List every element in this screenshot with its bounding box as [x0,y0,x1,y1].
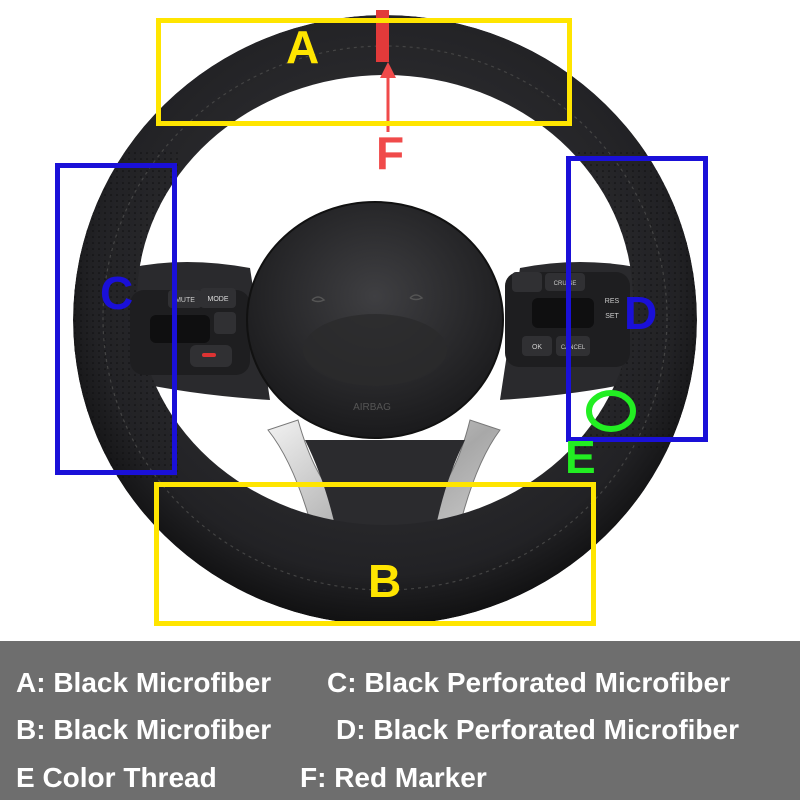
cancel-button[interactable] [556,336,590,356]
legend-d: D: Black Perforated Microfiber [336,714,739,745]
legend-panel: A: Black Microfiber C: Black Perforated … [0,641,800,800]
res-set-rocker[interactable] [532,298,594,328]
volume-icon[interactable] [214,312,236,334]
airbag-icon [311,294,424,303]
zone-c-label: C [100,267,134,319]
product-image: MUTE MODE CRUISE RES SET OK CANCEL [55,10,708,626]
svg-text:MODE: MODE [208,296,229,303]
zone-a-label: A [286,21,320,73]
thread-circle [586,390,636,432]
zone-e-label: E [565,431,596,483]
airbag-label: AIRBAG [353,402,391,413]
red-marker [376,10,389,62]
zone-f-label: F [376,127,405,179]
legend-b: B: Black Microfiber [16,714,272,745]
zone-c-box [55,163,177,475]
zone-d-label: D [624,287,658,339]
legend-c: C: Black Perforated Microfiber [327,667,730,698]
svg-text:OK: OK [532,344,542,351]
svg-text:RES: RES [605,298,620,305]
legend-e: E Color Thread [16,762,217,793]
zone-b-label: B [368,555,402,607]
svg-text:CRUISE: CRUISE [554,281,577,287]
ok-button[interactable] [522,336,552,356]
cruise-button[interactable] [545,273,585,291]
volume-rocker[interactable] [150,315,210,343]
zone-d-box [566,156,708,442]
legend-f: F: Red Marker [300,762,487,793]
steering-wheel: MUTE MODE CRUISE RES SET OK CANCEL [60,10,705,625]
svg-text:MUTE: MUTE [175,297,195,304]
cruise-icon[interactable] [512,272,542,292]
mode-button[interactable] [200,288,236,308]
legend-a: A: Black Microfiber [16,667,272,698]
svg-text:SET: SET [605,313,619,320]
zone-b-box [154,482,596,626]
left-button-panel: MUTE MODE [130,288,250,375]
svg-text:CANCEL: CANCEL [561,345,586,351]
zone-a-box [156,18,572,126]
